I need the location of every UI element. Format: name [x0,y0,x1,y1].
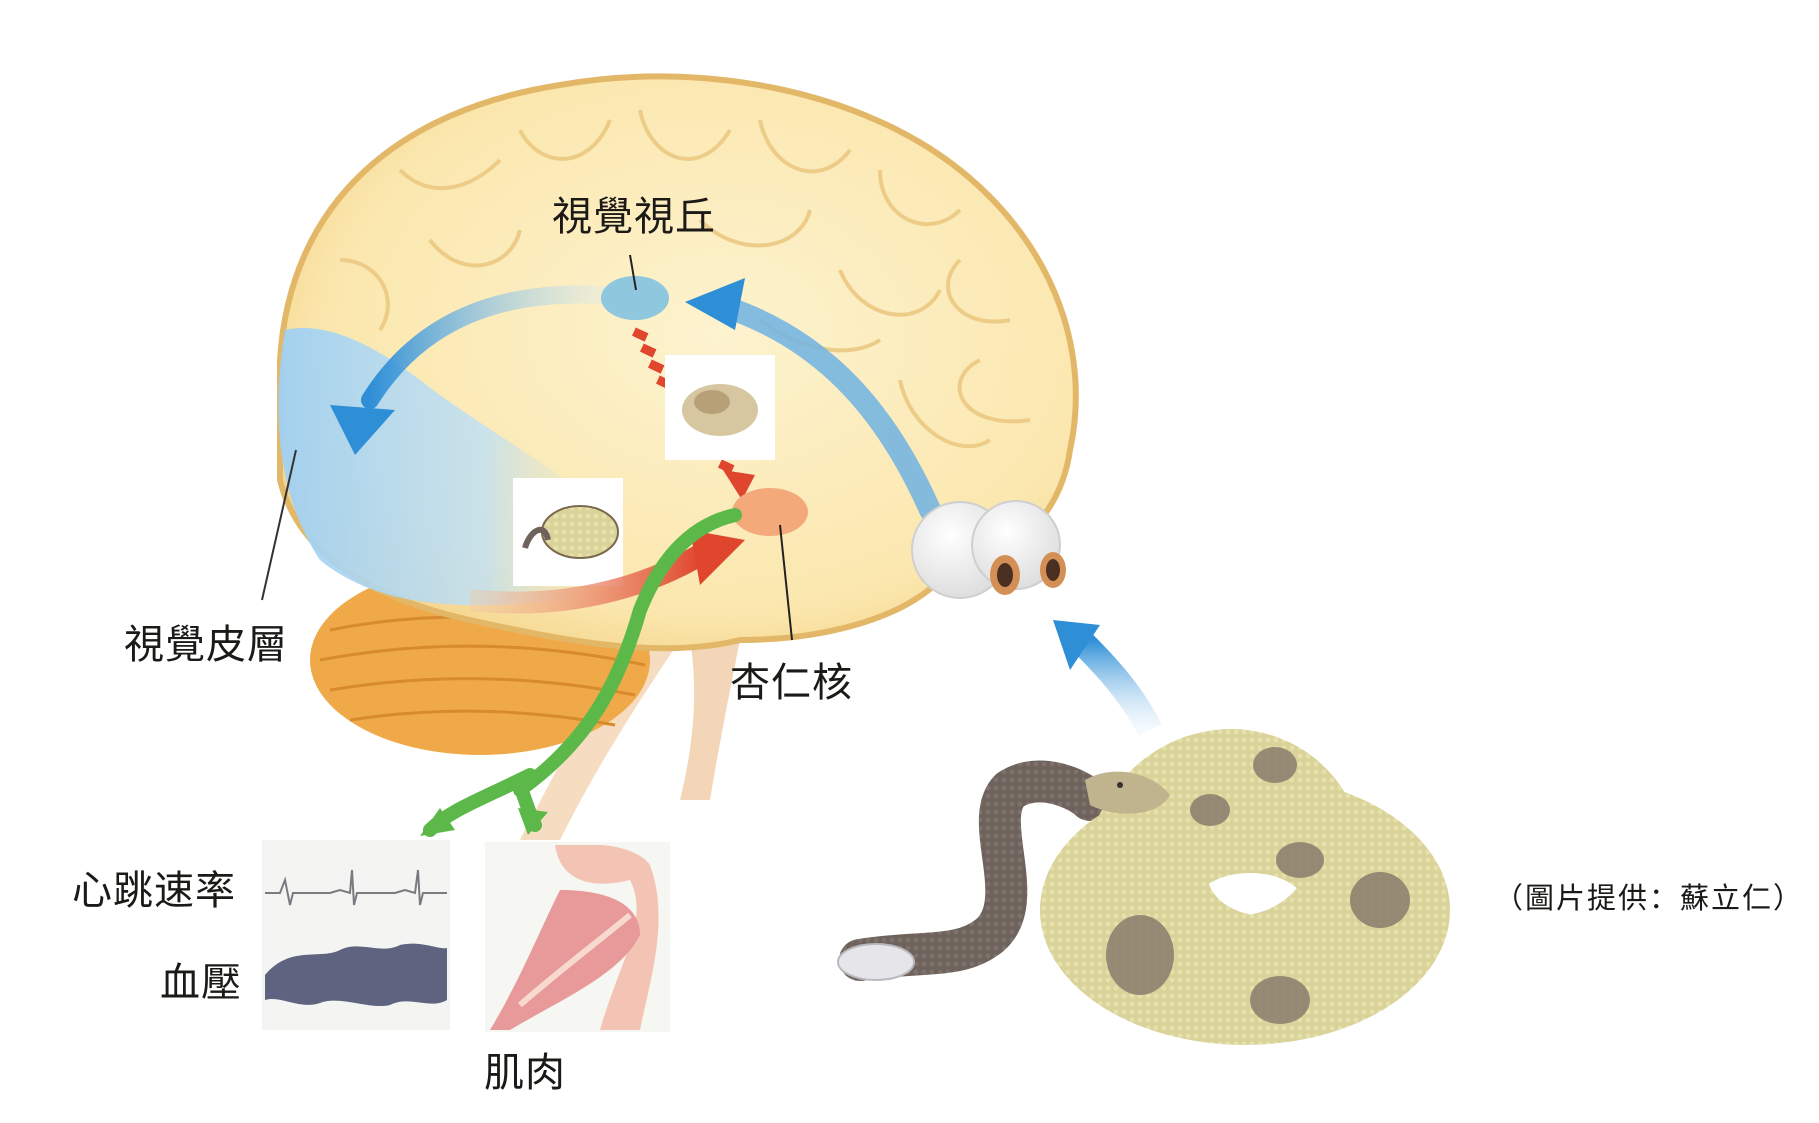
label-visual-cortex: 視覺皮層 [124,622,288,668]
label-visual-thalamus: 視覺視丘 [552,194,716,240]
clear-snake-thumbnail [513,478,623,586]
image-credit: （圖片提供：蘇立仁） [1494,881,1805,915]
rattlesnake [837,729,1450,1045]
visual-thalamus-node [601,254,669,320]
arrow-thalamus-to-amygdala [631,327,755,500]
arrow-eyes-to-thalamus [685,278,941,521]
heart-rate-graph [262,840,450,1030]
arrow-head-heart [420,808,455,836]
label-blood-pressure: 血壓 [160,960,242,1006]
cortex-leader-line [261,449,297,601]
label-amygdala: 杏仁核 [730,660,853,706]
arrow-thalamus-to-cortex [330,285,609,455]
amygdala-node [732,488,808,641]
label-heart-rate: 心跳速率 [72,868,236,914]
arrow-snake-to-eyes [1053,620,1162,737]
eyes [911,500,1066,599]
arrow-cortex-to-amygdala [468,530,745,614]
label-muscle: 肌肉 [484,1050,566,1096]
muscle-leg-image [485,842,670,1032]
arrow-head-muscle [518,808,548,835]
blurry-snake-thumbnail [665,355,775,460]
